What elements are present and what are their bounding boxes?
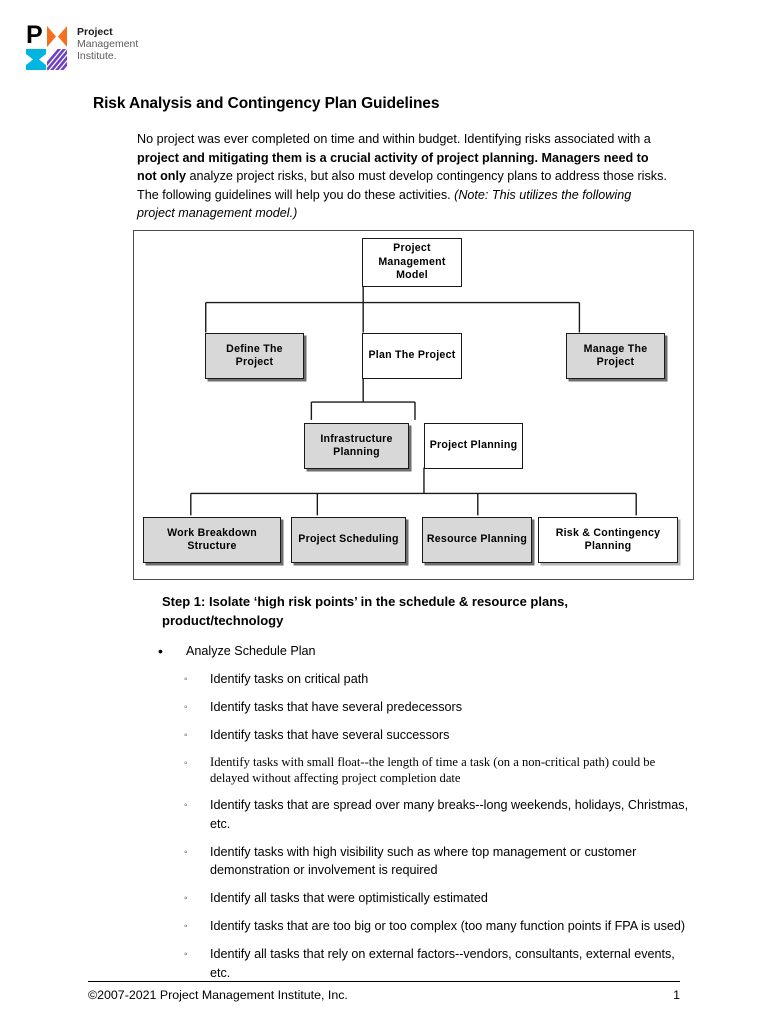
list-item-text: Analyze Schedule Plan bbox=[186, 644, 316, 658]
list-item: ◦ Identify all tasks that were optimistic… bbox=[130, 889, 690, 908]
list-item-text: Identify tasks that are too big or too c… bbox=[210, 919, 686, 933]
intro-segment-bold: project and mitigating them is a crucial… bbox=[137, 150, 649, 184]
diagram-node-risk-contingency-planning[interactable]: Risk & Contingency Planning bbox=[538, 517, 678, 563]
logo-word-management: Management bbox=[77, 38, 139, 51]
list-item-text: Identify tasks that have several success… bbox=[210, 727, 450, 742]
diagram-node-resource-planning[interactable]: Resource Planning bbox=[422, 517, 532, 563]
pmi-logo-mark: P bbox=[26, 21, 68, 71]
footer-divider bbox=[88, 981, 680, 982]
list-item: ◦ Identify tasks that are too big or too … bbox=[130, 917, 690, 936]
diagram-node-work-breakdown-structure[interactable]: Work Breakdown Structure bbox=[143, 517, 281, 563]
page-title: Risk Analysis and Contingency Plan Guide… bbox=[93, 95, 440, 112]
pmi-logo-wordmark: Project Management Institute. bbox=[77, 25, 138, 63]
list-item-text: Identify tasks that are spread over many… bbox=[210, 798, 689, 831]
bullet-circle-icon: ◦ bbox=[184, 893, 188, 904]
diagram-node-plan-the-project[interactable]: Plan The Project bbox=[362, 333, 462, 379]
intro-note-italic: (Note: This utilizes the following proje… bbox=[137, 187, 632, 221]
list-item-text: Identify all tasks that were optimistica… bbox=[210, 891, 488, 905]
intro-paragraph: No project was ever completed on time an… bbox=[137, 130, 669, 223]
list-item: ◦ Identify all tasks that rely on externa… bbox=[130, 945, 690, 982]
diagram-connector-lines bbox=[190, 286, 637, 516]
footer-page-number: 1 bbox=[673, 988, 680, 1002]
list-item: ◦ Identify tasks that have several succes… bbox=[130, 726, 690, 745]
bullet-circle-icon: ◦ bbox=[184, 729, 188, 741]
logo-letter-p-icon: P bbox=[26, 21, 43, 49]
diagram-node-define-the-project[interactable]: Define The Project bbox=[205, 333, 304, 379]
list-item: ◦ Identify tasks with small float--the le… bbox=[130, 754, 690, 787]
list-item-text: Identify tasks on critical path bbox=[210, 671, 369, 686]
list-item: ◦ Identify tasks with high visibility suc… bbox=[130, 843, 690, 880]
intro-segment-1: No project was ever completed on time an… bbox=[137, 132, 651, 146]
list-item-text: Identify all tasks that rely on external… bbox=[210, 947, 675, 980]
list-item: ◦ Identify tasks that are spread over man… bbox=[130, 796, 690, 833]
logo-bowtie-icon bbox=[47, 26, 67, 47]
page-footer: ©2007-2021 Project Management Institute,… bbox=[88, 988, 680, 1002]
list-item-text: Identify tasks with high visibility such… bbox=[210, 844, 637, 878]
step-1-heading: Step 1: Isolate ‘high risk points’ in th… bbox=[162, 594, 568, 628]
bullet-circle-icon: ◦ bbox=[184, 701, 188, 713]
diagram-node-project-management-model[interactable]: Project Management Model bbox=[362, 238, 462, 287]
logo-word-institute: Institute. bbox=[77, 50, 117, 63]
intro-segment-3: analyze project risks, but also must dev… bbox=[137, 169, 667, 202]
logo-stripes-icon bbox=[47, 49, 67, 70]
logo-word-project: Project bbox=[77, 26, 113, 38]
bullet-circle-icon: ◦ bbox=[184, 800, 188, 811]
list-item-text: Identify tasks with small float--the len… bbox=[210, 754, 656, 786]
bullet-circle-icon: ◦ bbox=[184, 921, 188, 932]
logo-hourglass-icon bbox=[26, 49, 46, 70]
diagram-node-project-planning[interactable]: Project Planning bbox=[424, 423, 523, 469]
bullet-circle-icon: ◦ bbox=[184, 846, 188, 858]
footer-copyright: ©2007-2021 Project Management Institute,… bbox=[88, 988, 348, 1002]
list-item: ◦ Identify tasks on critical path bbox=[130, 670, 690, 689]
diagram-node-infrastructure-planning[interactable]: Infrastructure Planning bbox=[304, 423, 409, 469]
pmi-logo: P bbox=[26, 21, 138, 71]
bullet-disc-icon: • bbox=[158, 643, 163, 659]
diagram-node-manage-the-project[interactable]: Manage The Project bbox=[566, 333, 665, 379]
project-management-model-diagram: Project Management Model Define The Proj… bbox=[133, 230, 694, 580]
bullet-list: • Analyze Schedule Plan ◦ Identify tasks on… bbox=[130, 642, 690, 992]
list-item: ◦ Identify tasks that have several predec… bbox=[130, 698, 690, 717]
list-item-text: Identify tasks that have several predece… bbox=[210, 699, 463, 714]
bullet-circle-icon: ◦ bbox=[184, 673, 188, 685]
list-item: • Analyze Schedule Plan bbox=[130, 642, 690, 661]
bullet-circle-icon: ◦ bbox=[184, 949, 188, 960]
diagram-node-project-scheduling[interactable]: Project Scheduling bbox=[291, 517, 406, 563]
bullet-circle-icon: ◦ bbox=[184, 757, 188, 769]
